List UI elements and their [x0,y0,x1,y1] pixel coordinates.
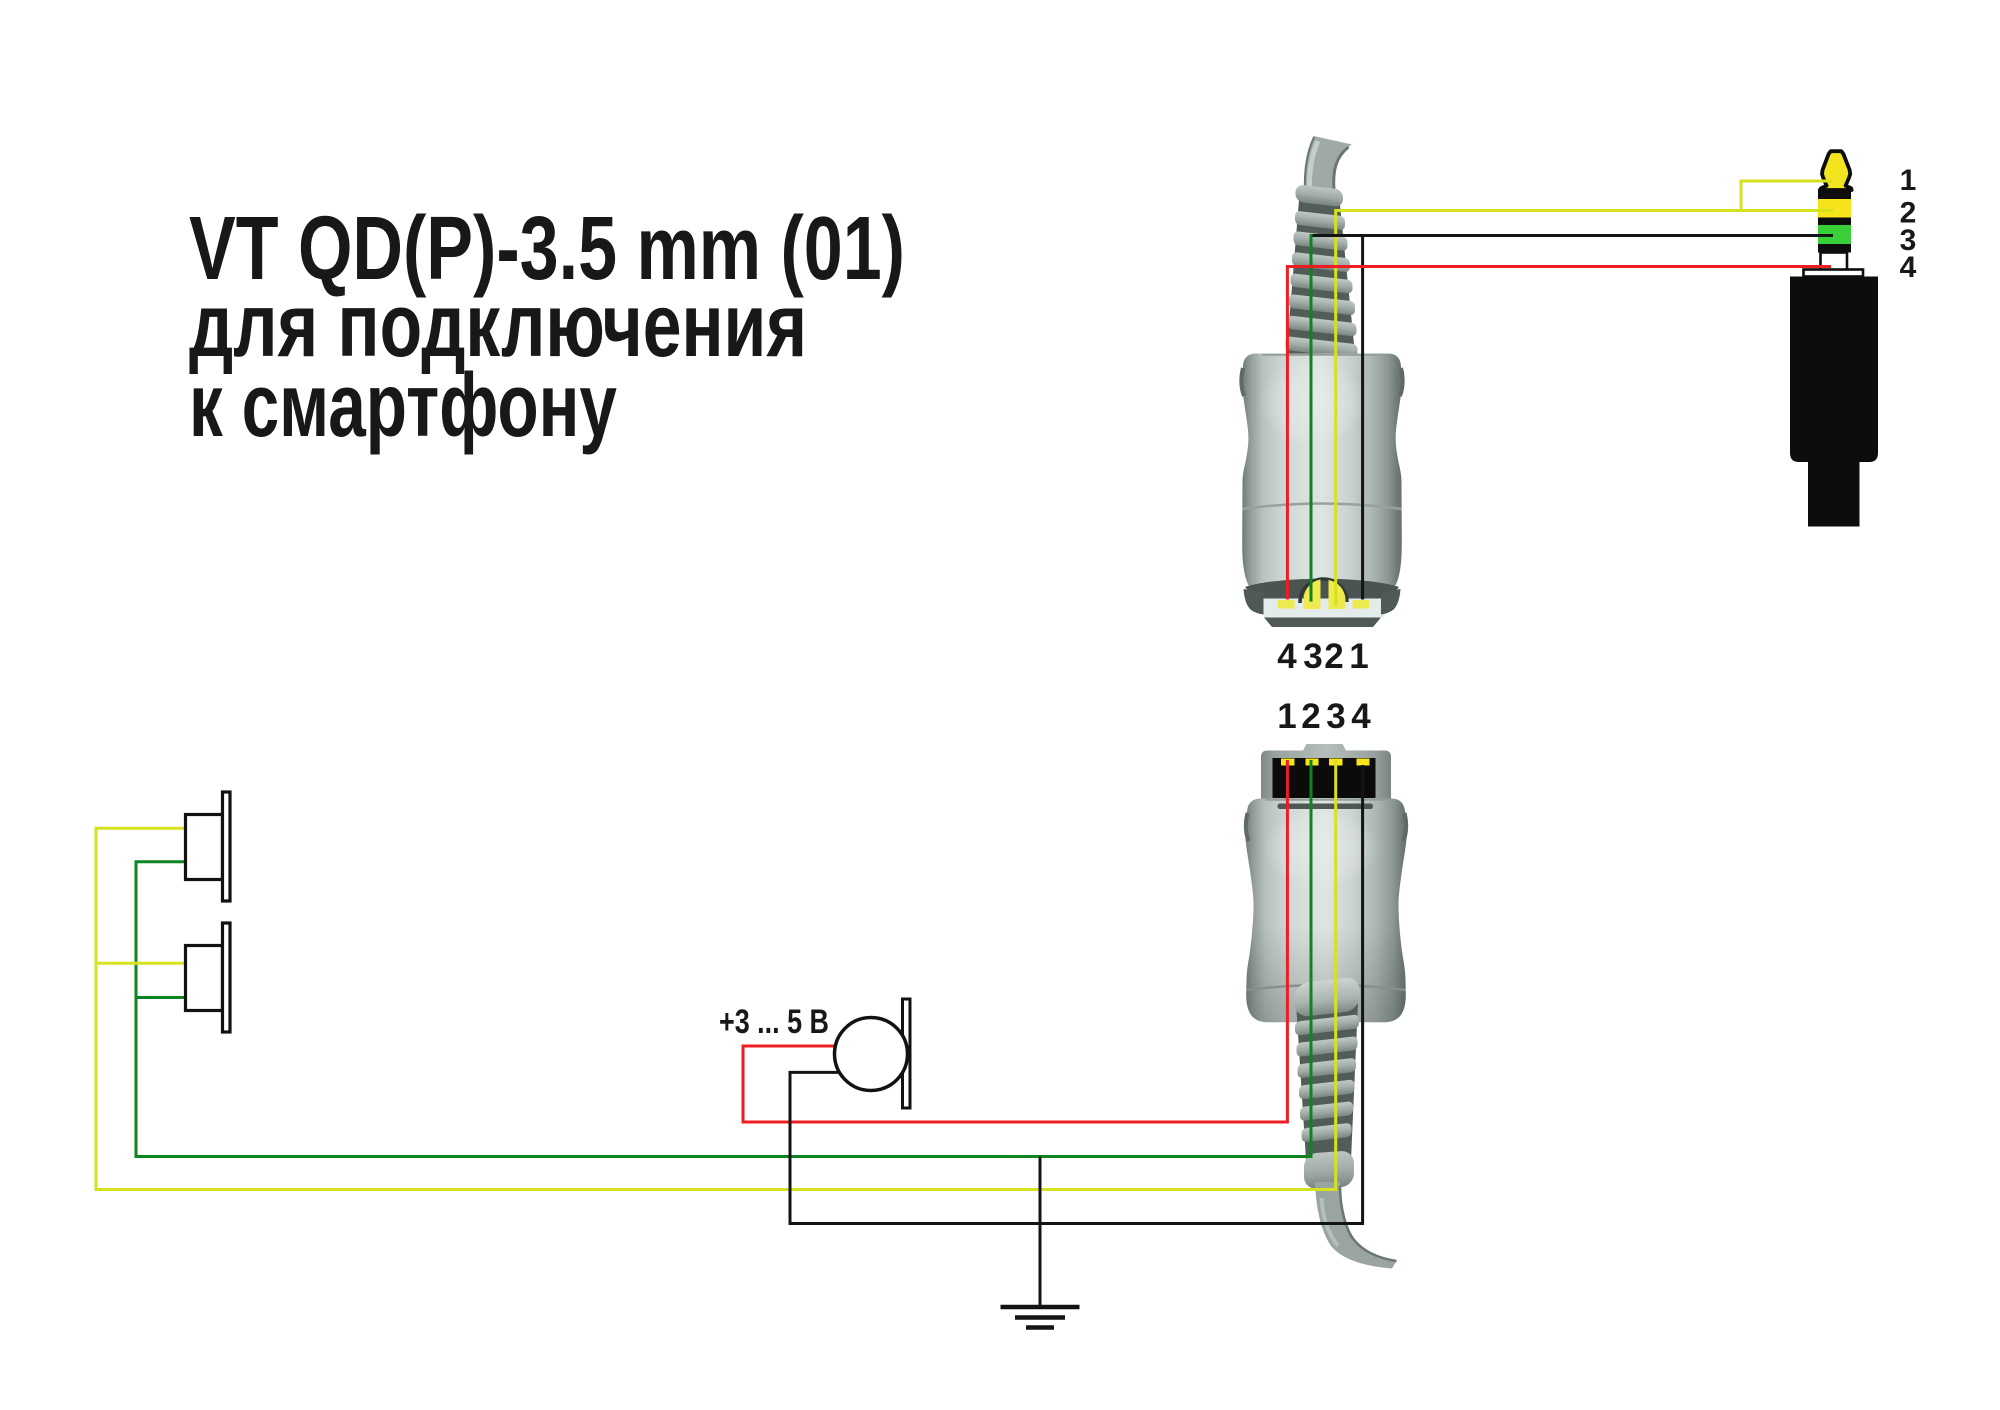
svg-text:к смартфону: к смартфону [189,356,617,456]
svg-text:3: 3 [1900,224,1917,257]
svg-text:3: 3 [1326,697,1345,736]
svg-text:3: 3 [1303,637,1322,676]
svg-text:4: 4 [1277,637,1297,676]
svg-text:1: 1 [1277,697,1296,736]
svg-text:+3 ... 5 В: +3 ... 5 В [719,1003,829,1041]
svg-text:4: 4 [1900,251,1917,284]
svg-text:2: 2 [1301,697,1320,736]
svg-text:1: 1 [1349,637,1368,676]
svg-text:для подключения: для подключения [189,276,807,376]
svg-text:VT QD(P)-3.5 mm (01): VT QD(P)-3.5 mm (01) [189,199,905,299]
svg-text:2: 2 [1900,197,1917,230]
svg-text:4: 4 [1351,697,1371,736]
svg-text:2: 2 [1324,637,1343,676]
svg-text:1: 1 [1900,164,1917,197]
